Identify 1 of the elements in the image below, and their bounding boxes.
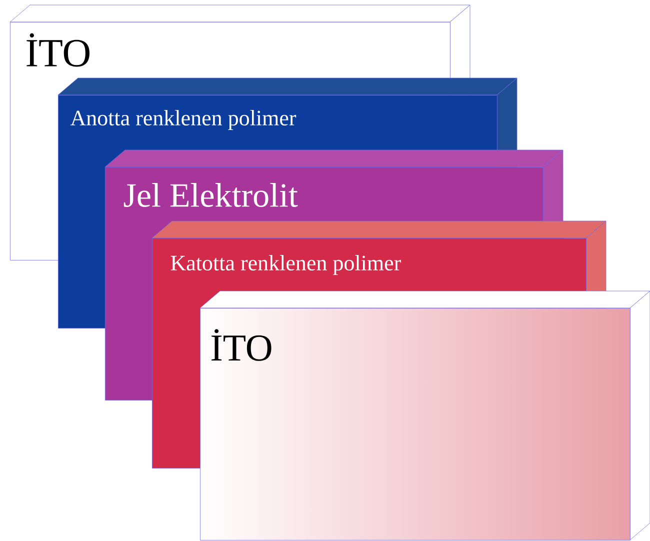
- layer-slab: İTO: [200, 290, 650, 540]
